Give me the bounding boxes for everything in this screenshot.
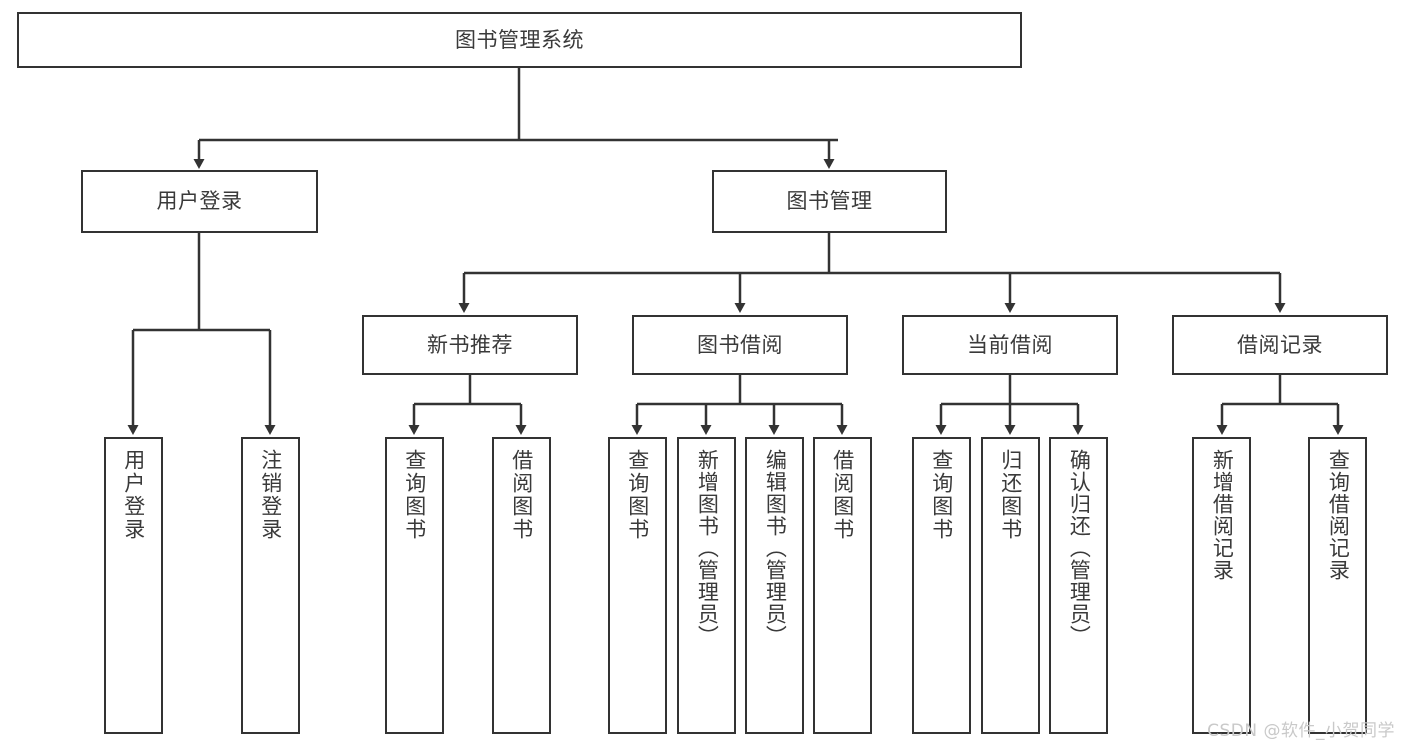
leaf-borrow-book[interactable]: 借阅图书: [813, 437, 872, 734]
leaf-user-login[interactable]: 用户登录: [104, 437, 163, 734]
node-label: 图书借阅: [697, 332, 783, 357]
node-book-borrow[interactable]: 图书借阅: [632, 315, 848, 375]
node-label: 借阅图书: [830, 449, 855, 541]
leaf-confirm-return-admin[interactable]: 确认归还（管理员）: [1049, 437, 1108, 734]
leaf-query-borrow-record[interactable]: 查询借阅记录: [1308, 437, 1367, 734]
node-root-system[interactable]: 图书管理系统: [17, 12, 1022, 68]
node-label: 借阅记录: [1237, 332, 1323, 357]
node-user-login[interactable]: 用户登录: [81, 170, 318, 233]
node-new-book-recommend[interactable]: 新书推荐: [362, 315, 578, 375]
node-book-management[interactable]: 图书管理: [712, 170, 947, 233]
node-label: 用户登录: [121, 449, 146, 541]
leaf-return-book[interactable]: 归还图书: [981, 437, 1040, 734]
leaf-borrow-book-recommend[interactable]: 借阅图书: [492, 437, 551, 734]
leaf-user-logout[interactable]: 注销登录: [241, 437, 300, 734]
node-label: 新书推荐: [427, 332, 513, 357]
node-label: 编辑图书（管理员）: [763, 449, 788, 647]
node-borrow-record[interactable]: 借阅记录: [1172, 315, 1388, 375]
node-label: 查询图书: [402, 449, 427, 541]
leaf-edit-book-admin[interactable]: 编辑图书（管理员）: [745, 437, 804, 734]
leaf-query-book-borrow[interactable]: 查询图书: [608, 437, 667, 734]
node-label: 查询图书: [929, 449, 954, 541]
node-current-borrow[interactable]: 当前借阅: [902, 315, 1118, 375]
node-label: 用户登录: [156, 189, 243, 214]
node-label: 当前借阅: [967, 332, 1053, 357]
node-label: 查询借阅记录: [1326, 449, 1351, 581]
node-label: 确认归还（管理员）: [1067, 449, 1092, 647]
leaf-query-book-current[interactable]: 查询图书: [912, 437, 971, 734]
node-label: 新增借阅记录: [1210, 449, 1235, 581]
node-label: 查询图书: [625, 449, 650, 541]
node-label: 归还图书: [998, 449, 1023, 541]
leaf-add-book-admin[interactable]: 新增图书（管理员）: [677, 437, 736, 734]
node-label: 图书管理: [786, 189, 873, 214]
watermark-text: CSDN @软件_小贺同学: [1207, 721, 1395, 741]
node-label: 借阅图书: [509, 449, 534, 541]
node-label: 新增图书（管理员）: [695, 449, 720, 647]
node-label: 图书管理系统: [455, 27, 584, 52]
leaf-query-book-recommend[interactable]: 查询图书: [385, 437, 444, 734]
leaf-add-borrow-record[interactable]: 新增借阅记录: [1192, 437, 1251, 734]
node-label: 注销登录: [258, 449, 283, 541]
